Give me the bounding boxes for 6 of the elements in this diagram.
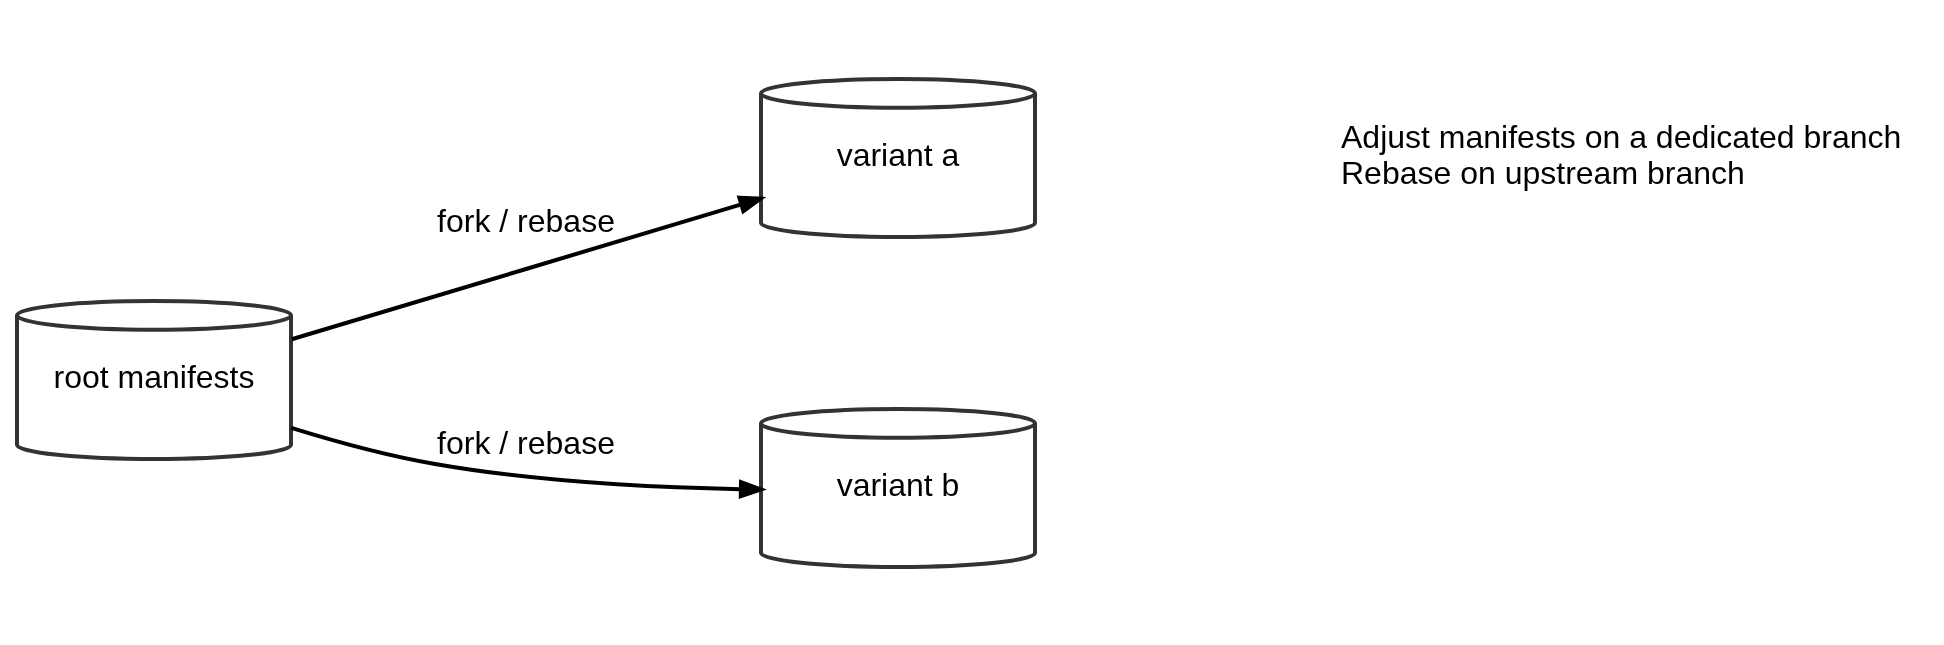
- label: Adjust manifests on a dedicated branch: [1341, 118, 1902, 155]
- label: Rebase on upstream branch: [1341, 154, 1745, 191]
- edge-label: fork / rebase: [437, 202, 615, 239]
- arrow: [291, 195, 767, 341]
- arrow: [290, 425, 767, 499]
- edge-label: fork / rebase: [437, 424, 615, 461]
